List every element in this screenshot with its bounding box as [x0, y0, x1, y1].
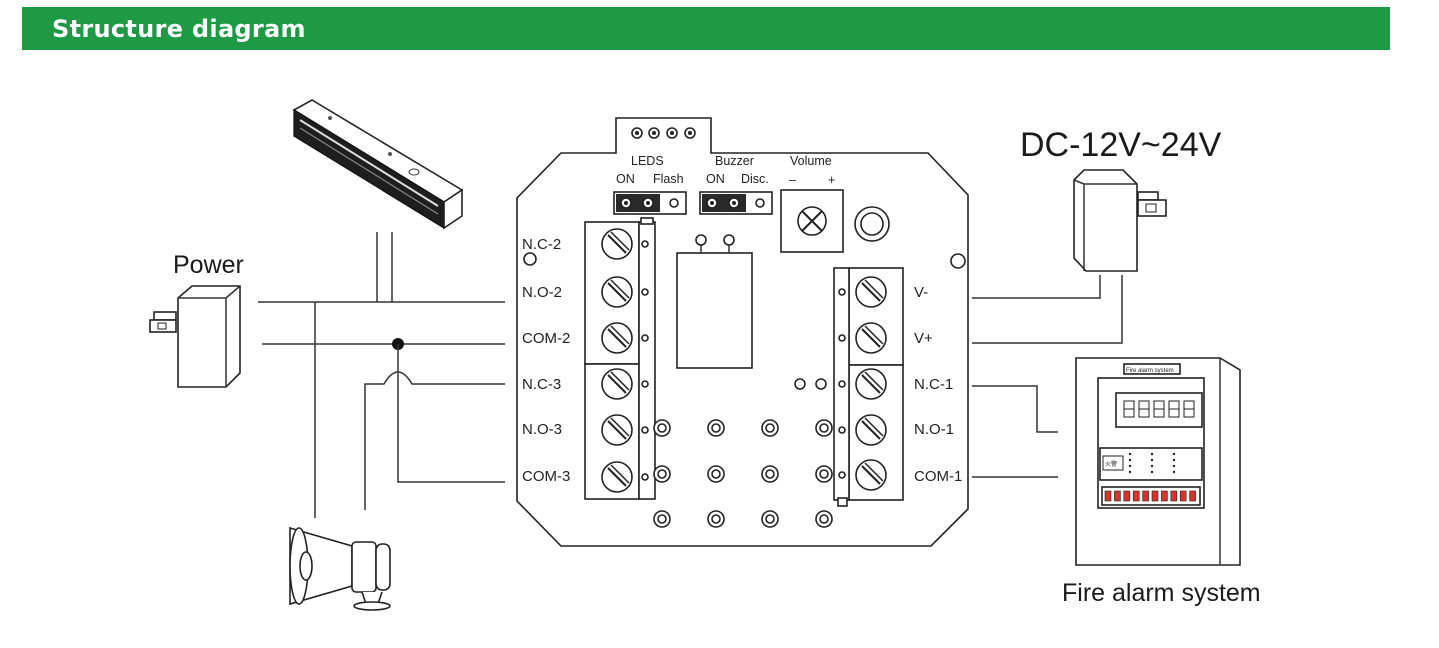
left-terminal-label: N.O-3 [522, 421, 562, 438]
leds-label: LEDS [631, 154, 664, 168]
panel-led [1161, 490, 1168, 502]
pcb-hole-grid [653, 419, 833, 528]
fire-alarm-panel-icon: Fire alarm system 火警 [1075, 357, 1241, 566]
magnetic-lock-icon [292, 99, 464, 230]
terminal-pin [641, 426, 649, 434]
left-terminal-label: N.C-3 [522, 376, 561, 393]
page-title: Structure diagram [52, 15, 306, 43]
right-terminal-screw[interactable] [855, 322, 887, 354]
panel-led [1114, 490, 1121, 502]
controller-board: LEDS ON Flash Buzzer ON Disc. Volume – + [516, 117, 969, 547]
relay-icon [676, 234, 753, 369]
right-terminal-screw[interactable] [855, 414, 887, 446]
terminal-pin [641, 288, 649, 296]
terminal-pin [838, 426, 846, 434]
right-terminal-label: V- [914, 284, 928, 301]
right-terminal-label: COM-1 [914, 468, 962, 485]
power-label: Power [173, 251, 244, 279]
panel-led [1123, 490, 1131, 502]
terminal-pin [641, 380, 649, 388]
left-terminal-screw[interactable] [601, 414, 633, 446]
power-adapter-icon [149, 285, 241, 388]
right-terminal-label: V+ [914, 330, 933, 347]
buzzer-disc-label: Disc. [741, 172, 769, 186]
right-terminal-screw[interactable] [855, 276, 887, 308]
left-terminal-screw[interactable] [601, 368, 633, 400]
panel-led [1179, 490, 1187, 502]
terminal-pin [838, 380, 846, 388]
right-terminal-label: N.C-1 [914, 376, 953, 393]
volume-plus-label: + [828, 173, 835, 187]
buzzer-icon [854, 206, 890, 242]
terminal-pin [641, 334, 649, 342]
right-terminal-screw[interactable] [855, 459, 887, 491]
buzzer-label: Buzzer [715, 154, 754, 168]
left-terminal-label: COM-3 [522, 468, 570, 485]
mount-hole-left [523, 252, 537, 266]
fire-alarm-label: Fire alarm system [1062, 579, 1261, 607]
volume-minus-label: – [789, 173, 796, 187]
left-terminal-screw[interactable] [601, 228, 633, 260]
left-terminal-block [584, 217, 656, 500]
terminal-pin [641, 473, 649, 481]
leds-jumper[interactable] [613, 191, 687, 215]
fire-panel-badge: 火警 [1105, 460, 1117, 468]
left-terminal-screw[interactable] [601, 276, 633, 308]
leds-flash-label: Flash [653, 172, 684, 186]
dc-voltage-label: DC-12V~24V [1020, 126, 1222, 164]
panel-led [1170, 490, 1178, 502]
fire-panel-plate: Fire alarm system [1126, 368, 1174, 374]
right-terminal-label: N.O-1 [914, 421, 954, 438]
terminal-pin [838, 288, 846, 296]
buzzer-jumper[interactable] [699, 191, 773, 215]
right-terminal-screw[interactable] [855, 368, 887, 400]
panel-led [1142, 490, 1149, 502]
panel-led [1189, 490, 1196, 502]
leds-on-label: ON [616, 172, 635, 186]
panel-led [1104, 490, 1112, 502]
panel-led [1132, 490, 1140, 502]
left-terminal-screw[interactable] [601, 461, 633, 493]
left-terminal-screw[interactable] [601, 322, 633, 354]
header-banner: Structure diagram [22, 7, 1390, 50]
led-connector [631, 127, 696, 139]
panel-led [1151, 490, 1159, 502]
wiring [258, 232, 1123, 518]
terminal-pin [838, 471, 846, 479]
dc-adapter-icon [1073, 169, 1167, 272]
terminal-pin [838, 334, 846, 342]
volume-label: Volume [790, 154, 832, 168]
left-terminal-label: N.O-2 [522, 284, 562, 301]
terminal-pin [641, 240, 649, 248]
mount-hole-right [950, 253, 966, 269]
volume-knob[interactable] [780, 189, 844, 253]
buzzer-on-label: ON [706, 172, 725, 186]
siren-icon [289, 526, 391, 611]
left-terminal-label: N.C-2 [522, 236, 561, 253]
left-terminal-label: COM-2 [522, 330, 570, 347]
